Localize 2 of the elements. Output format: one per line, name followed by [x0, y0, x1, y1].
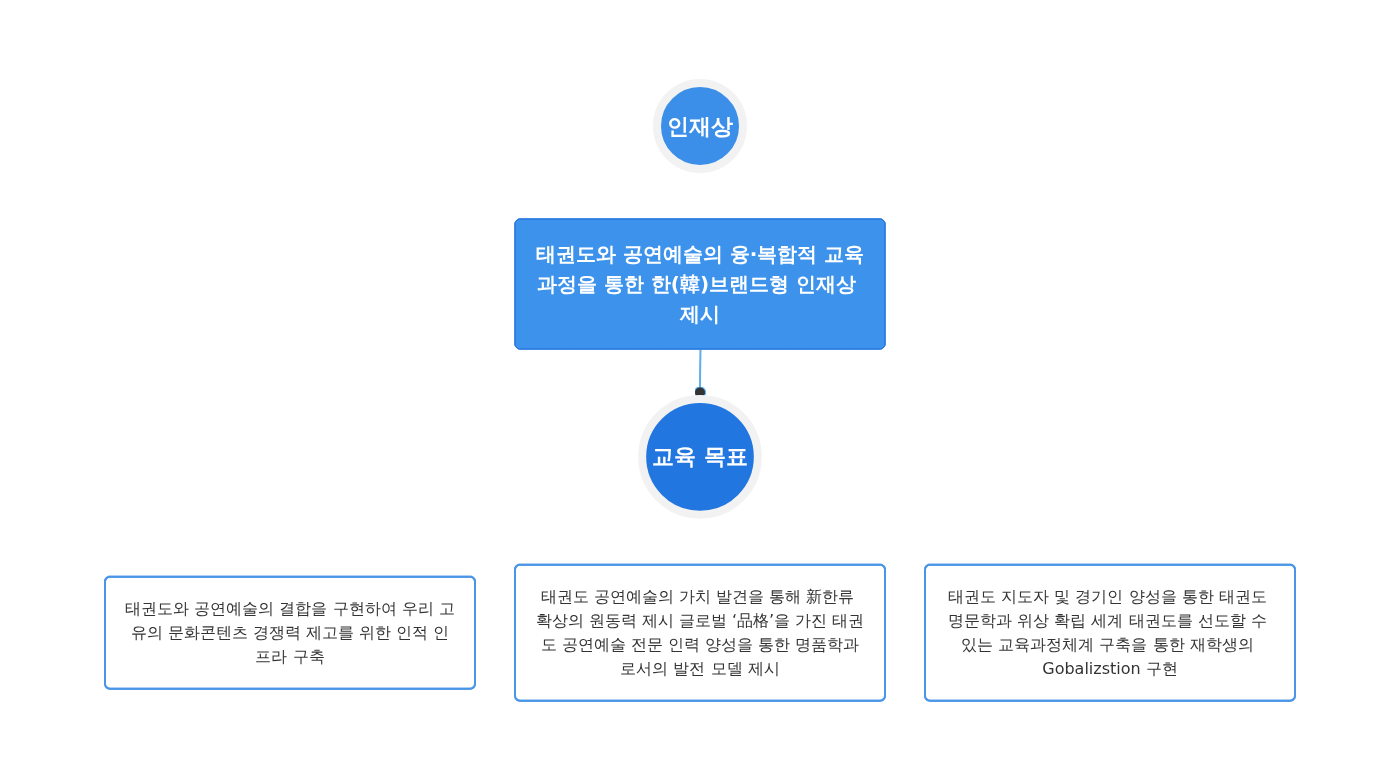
node-circle: 교육 목표 — [638, 395, 762, 519]
node-circle: 인재상 — [653, 79, 747, 174]
